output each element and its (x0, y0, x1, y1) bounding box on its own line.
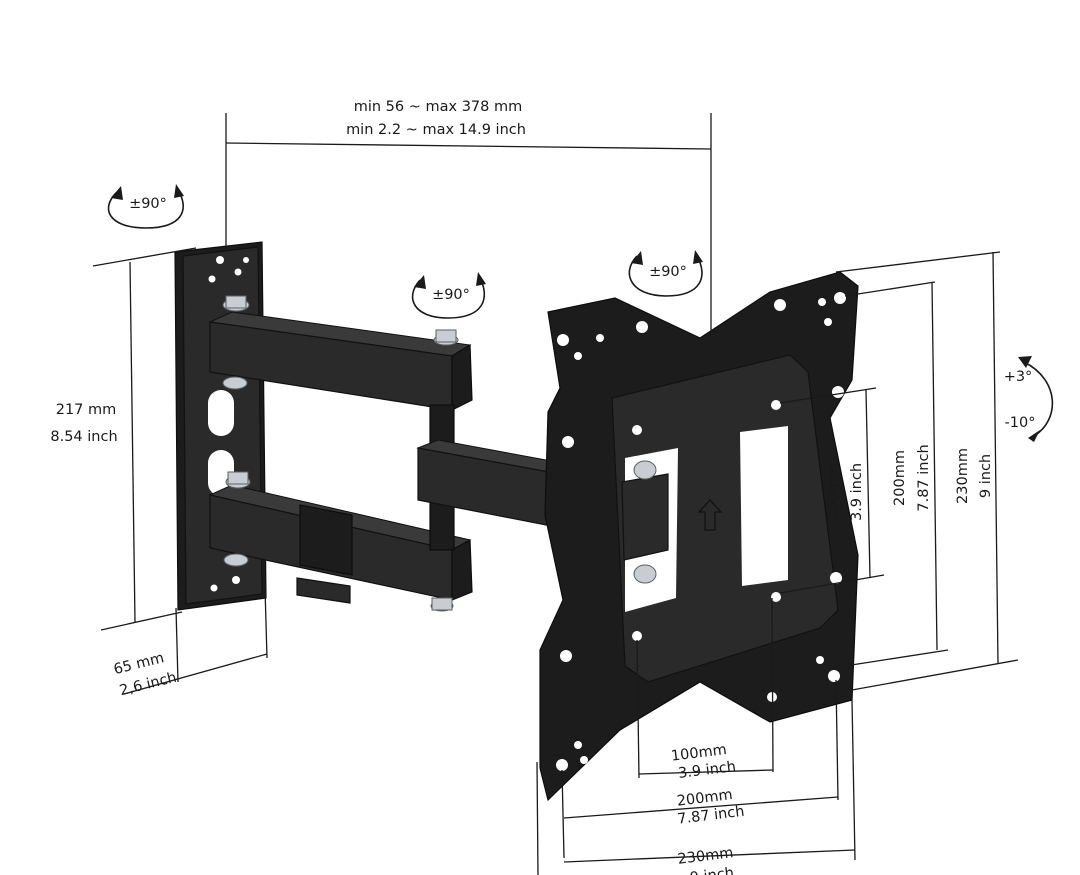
wall-swivel-label: ±90° (129, 196, 167, 212)
tilt-rotation: +3° -10° (1004, 356, 1054, 442)
vesa-vertical-230-dimension: 230mm 9 inch (835, 251, 1019, 691)
top-span-mm: min 56 ~ max 378 mm (354, 99, 523, 115)
vesa-vertical-100-inch: 3.9 inch (849, 463, 865, 521)
vesa-vertical-200-dimension: 200mm 7.87 inch (844, 281, 949, 667)
top-span-dimension: min 56 ~ max 378 mm min 2.2 ~ max 14.9 i… (225, 99, 712, 338)
vesa-horizontal-230-mm: 230mm (677, 845, 734, 868)
wall-height-dimension: 217 mm 8.54 inch (50, 247, 197, 631)
vesa-horizontal-200-mm: 200mm (676, 787, 733, 810)
plate-swivel-rotation: ±90° (628, 250, 703, 297)
wall-swivel-rotation: ±90° (107, 184, 184, 229)
vesa-vertical-200-mm: 200mm (892, 450, 908, 506)
vesa-vertical-100-mm: 100mm (826, 464, 842, 520)
vesa-horizontal-100-mm: 100mm (670, 742, 727, 765)
wall-height-inch: 8.54 inch (50, 429, 117, 445)
arm-swivel-rotation: ±90° (411, 272, 486, 319)
arm-swivel-label: ±90° (432, 287, 470, 303)
vesa-vertical-230-mm: 230mm (955, 448, 971, 504)
vesa-horizontal-100-dimension: 100mm 3.9 inch (636, 597, 774, 782)
vesa-horizontal-100-inch: 3.9 inch (677, 759, 737, 782)
upper-arm (208, 295, 473, 411)
tilt-down-label: -10° (1005, 415, 1036, 431)
top-span-inch: min 2.2 ~ max 14.9 inch (346, 122, 526, 138)
vesa-vertical-100-dimension: 100mm 3.9 inch (779, 387, 885, 594)
plate-swivel-label: ±90° (649, 264, 687, 280)
lower-arm (208, 471, 473, 612)
wall-height-mm: 217 mm (56, 402, 117, 418)
vesa-horizontal-230-inch: 9 inch (689, 865, 735, 875)
vesa-vertical-230-inch: 9 inch (978, 454, 994, 498)
vesa-plate (539, 271, 859, 802)
vesa-horizontal-230-dimension: 230mm 9 inch (536, 699, 856, 875)
vesa-vertical-200-inch: 7.87 inch (916, 444, 932, 511)
tilt-up-label: +3° (1004, 369, 1033, 385)
